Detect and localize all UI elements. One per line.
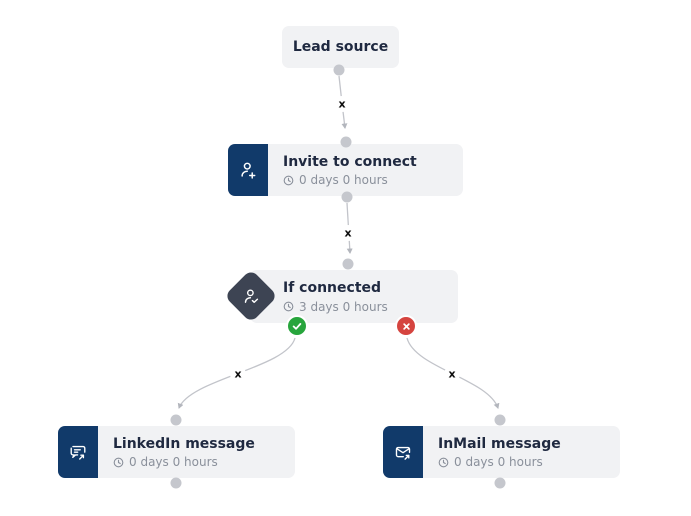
node-delay-text: 0 days 0 hours bbox=[454, 455, 543, 470]
clock-icon bbox=[283, 175, 294, 186]
connector-dot[interactable] bbox=[342, 258, 354, 270]
connector-dot[interactable] bbox=[494, 477, 506, 489]
clock-icon bbox=[438, 457, 449, 468]
edge-delete-icon[interactable]: x bbox=[344, 226, 352, 240]
node-title: Invite to connect bbox=[283, 153, 417, 170]
branch-yes-check-icon[interactable] bbox=[286, 315, 308, 337]
node-delay-text: 0 days 0 hours bbox=[299, 173, 388, 188]
node-title: Lead source bbox=[292, 38, 389, 55]
connector-dot[interactable] bbox=[170, 477, 182, 489]
node-lead-source[interactable]: Lead source bbox=[282, 26, 399, 68]
chat-send-icon bbox=[58, 426, 98, 478]
node-invite-to-connect[interactable]: Invite to connect 0 days 0 hours bbox=[228, 144, 463, 196]
connector-dot[interactable] bbox=[340, 136, 352, 148]
node-if-connected[interactable]: If connected 3 days 0 hours bbox=[250, 270, 458, 323]
node-delay-text: 3 days 0 hours bbox=[299, 299, 388, 314]
connector-dot[interactable] bbox=[333, 64, 345, 76]
clock-icon bbox=[113, 457, 124, 468]
person-check-icon[interactable] bbox=[224, 269, 278, 323]
connector-dot[interactable] bbox=[341, 191, 353, 203]
edge-delete-icon[interactable]: x bbox=[448, 367, 456, 381]
edge-x-masks bbox=[230, 96, 460, 382]
person-add-icon bbox=[228, 144, 268, 196]
edge-delete-icon[interactable]: x bbox=[234, 367, 242, 381]
edge-delete-icon[interactable]: x bbox=[338, 97, 346, 111]
branch-no-cross-icon[interactable] bbox=[395, 315, 417, 337]
node-delay-text: 0 days 0 hours bbox=[129, 455, 218, 470]
node-inmail-message[interactable]: InMail message 0 days 0 hours bbox=[383, 426, 620, 478]
node-title: If connected bbox=[283, 280, 382, 297]
node-title: InMail message bbox=[438, 435, 561, 452]
node-title: LinkedIn message bbox=[113, 435, 255, 452]
clock-icon bbox=[283, 302, 294, 312]
mail-send-icon bbox=[383, 426, 423, 478]
edge-paths bbox=[177, 75, 500, 409]
connector-dot[interactable] bbox=[170, 414, 182, 426]
connector-dot[interactable] bbox=[494, 414, 506, 426]
node-linkedin-message[interactable]: LinkedIn message 0 days 0 hours bbox=[58, 426, 295, 478]
